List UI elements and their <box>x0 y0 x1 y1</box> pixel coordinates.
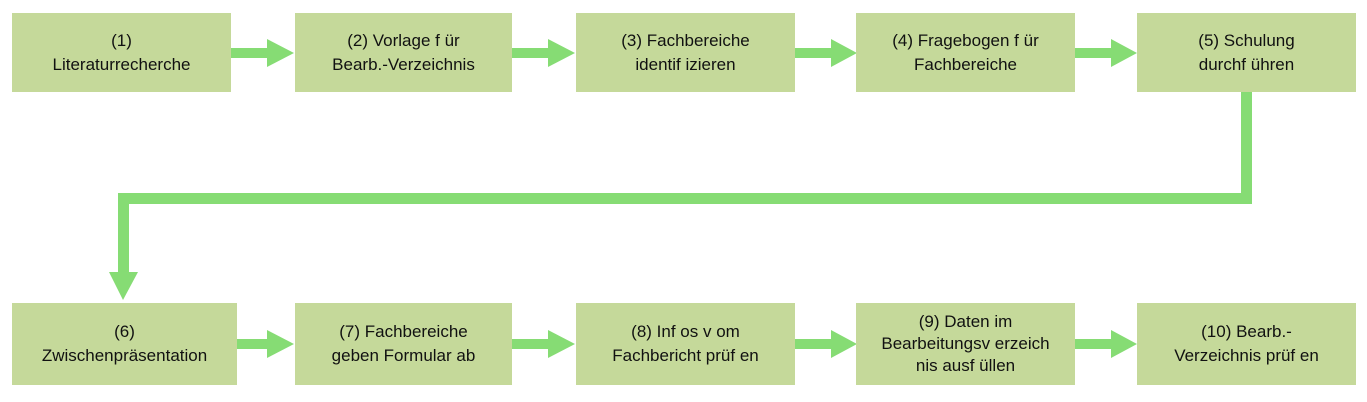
step-2-line-2: Bearb.-Verzeichnis <box>332 54 475 74</box>
step-9-line-2: Bearbeitungsv erzeich <box>881 334 1050 353</box>
arrow-4-5 <box>1075 39 1137 67</box>
step-5-line-2: durchf ühren <box>1198 54 1295 74</box>
step-3-line-2: identif izieren <box>635 54 736 74</box>
step-1-box: (1) Literaturrecherche <box>12 13 231 92</box>
arrow-3-4 <box>795 39 857 67</box>
step-10-box: (10) Bearb.- Verzeichnis prüf en <box>1137 303 1356 385</box>
step-8-line-1: (8) Inf os v om <box>631 322 740 341</box>
step-7-line-1: (7) Fachbereiche <box>339 322 468 341</box>
step-6-line-1: (6) <box>114 322 135 341</box>
arrow-2-3 <box>512 39 575 67</box>
step-6-line-2: Zwischenpräsentation <box>41 346 208 365</box>
step-6-box: (6) Zwischenpräsentation <box>12 303 237 385</box>
step-9-line-3: nis ausf üllen <box>915 356 1016 375</box>
step-7-line-2: geben Formular ab <box>331 346 476 365</box>
step-5-box: (5) Schulung durchf ühren <box>1137 13 1356 92</box>
step-4-line-1: (4) Fragebogen f ür <box>892 30 1039 50</box>
step-2-box: (2) Vorlage f ür Bearb.-Verzeichnis <box>295 13 512 92</box>
step-4-box: (4) Fragebogen f ür Fachbereiche <box>856 13 1075 92</box>
step-10-line-1: (10) Bearb.- <box>1201 322 1292 341</box>
arrow-7-8 <box>512 330 575 358</box>
arrow-9-10 <box>1075 330 1137 358</box>
step-3-box: (3) Fachbereiche identif izieren <box>576 13 795 92</box>
step-8-line-2: Fachbericht prüf en <box>612 346 759 365</box>
step-1-line-1: (1) <box>111 30 132 50</box>
step-9-box: (9) Daten im Bearbeitungsv erzeich nis a… <box>856 303 1075 385</box>
arrow-6-7 <box>237 330 294 358</box>
arrow-5-6 <box>109 92 1252 300</box>
step-9-line-1: (9) Daten im <box>918 312 1013 331</box>
step-2-line-1: (2) Vorlage f ür <box>347 30 460 50</box>
step-7-box: (7) Fachbereiche geben Formular ab <box>295 303 512 385</box>
arrow-8-9 <box>795 330 857 358</box>
step-4-line-2: Fachbereiche <box>913 54 1017 74</box>
step-10-line-2: Verzeichnis prüf en <box>1174 346 1319 365</box>
arrow-1-2 <box>231 39 294 67</box>
step-1-line-2: Literaturrecherche <box>52 54 191 74</box>
step-3-line-1: (3) Fachbereiche <box>621 30 750 50</box>
step-5-line-1: (5) Schulung <box>1198 30 1295 50</box>
step-8-box: (8) Inf os v om Fachbericht prüf en <box>576 303 795 385</box>
